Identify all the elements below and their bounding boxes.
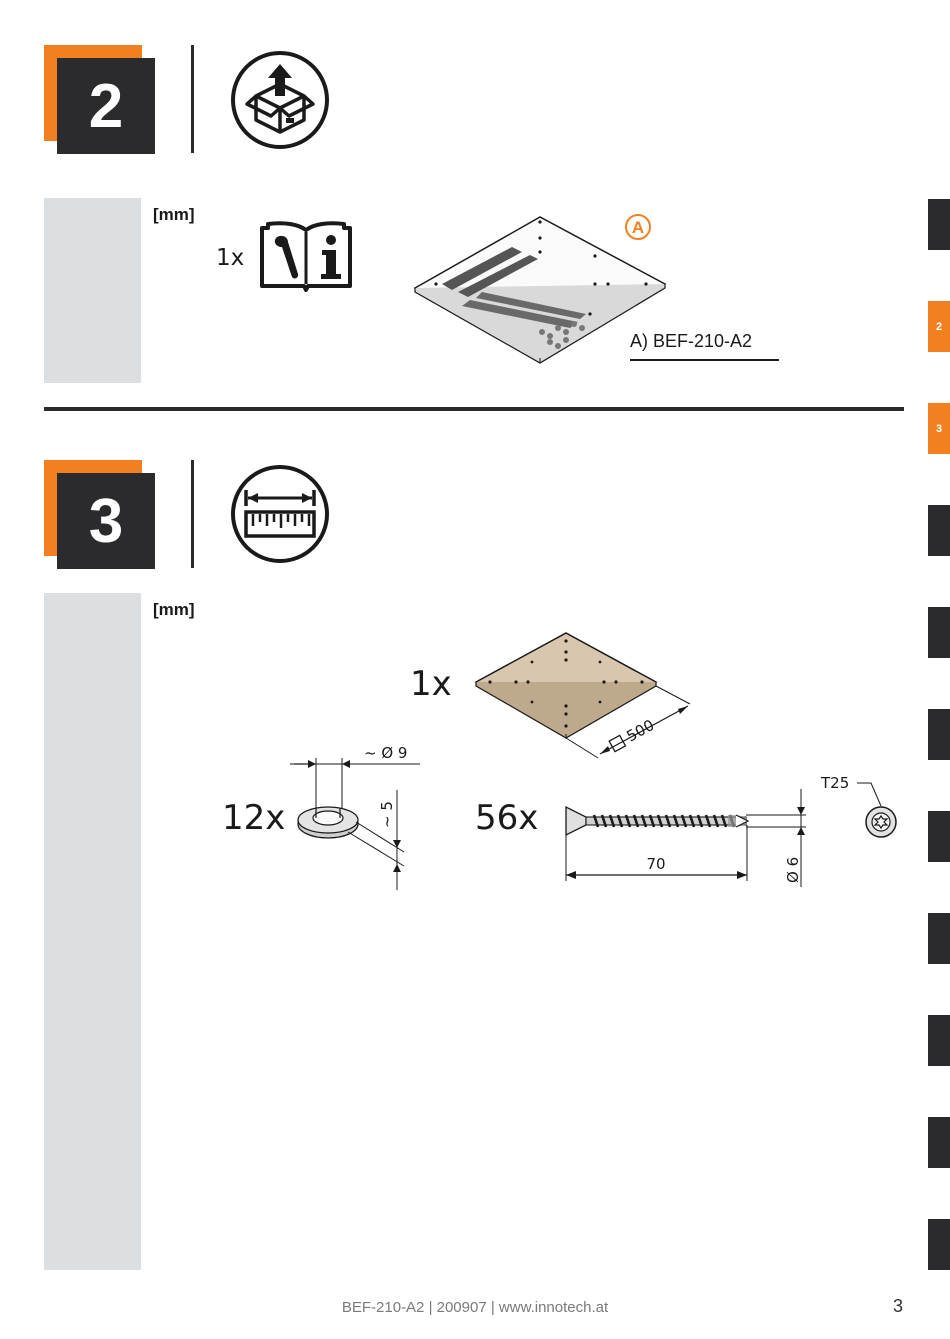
- screw-quantity: 56x: [475, 798, 539, 838]
- side-tab[interactable]: [928, 811, 950, 862]
- section-divider: [44, 407, 904, 411]
- page-number: 3: [893, 1296, 904, 1316]
- part-a-marker-letter: A: [632, 218, 644, 237]
- board-dimension: 500: [623, 716, 657, 746]
- part-label: A) BEF-210-A2: [630, 331, 753, 351]
- screw-diameter: Ø 6: [784, 857, 802, 883]
- step-3-sidebar-panel: [44, 593, 141, 1270]
- step-number: 3: [57, 473, 155, 569]
- side-tab[interactable]: [928, 505, 950, 556]
- part-a-marker: A: [625, 214, 651, 240]
- unit-label: [mm]: [153, 205, 195, 224]
- step-number: 2: [57, 58, 155, 154]
- screw-length: 70: [646, 855, 665, 873]
- step-2-badge: 2: [44, 45, 156, 157]
- step-separator: [191, 460, 194, 568]
- step-separator: [191, 45, 194, 153]
- step-2-sidebar-panel: [44, 198, 141, 383]
- side-tab[interactable]: [928, 607, 950, 658]
- washer-quantity: 12x: [222, 798, 286, 838]
- side-tab[interactable]: [928, 1015, 950, 1066]
- side-tab[interactable]: [928, 709, 950, 760]
- torx-drive-detail: T25: [820, 774, 897, 838]
- washer-illustration: ~ Ø 9 ~ 5: [290, 744, 420, 890]
- screw-illustration: 70 Ø 6: [565, 789, 806, 887]
- side-tab-2[interactable]: 2: [928, 301, 950, 352]
- mounting-board-illustration: 500: [474, 632, 691, 759]
- side-tab[interactable]: [928, 1219, 950, 1270]
- part-label-underline: [630, 359, 779, 361]
- step-3-badge: 3: [44, 460, 156, 572]
- washer-diameter: ~ Ø 9: [364, 744, 407, 762]
- washer-height: ~ 5: [378, 801, 396, 828]
- footer-text: BEF-210-A2 | 200907 | www.innotech.at: [341, 1299, 609, 1316]
- manual-quantity: 1x: [216, 245, 245, 271]
- side-tab[interactable]: [928, 199, 950, 250]
- unit-label: [mm]: [153, 600, 195, 619]
- side-tab[interactable]: [928, 913, 950, 964]
- board-quantity: 1x: [410, 664, 452, 704]
- side-tab-3[interactable]: 3: [928, 403, 950, 454]
- measuring-ruler-icon: [231, 465, 329, 563]
- side-tab[interactable]: [928, 1117, 950, 1168]
- board-with-strips-illustration: [413, 216, 667, 364]
- tools-info-manual-icon: [260, 221, 352, 292]
- unpack-box-icon: [231, 51, 329, 149]
- drive-label: T25: [820, 774, 849, 792]
